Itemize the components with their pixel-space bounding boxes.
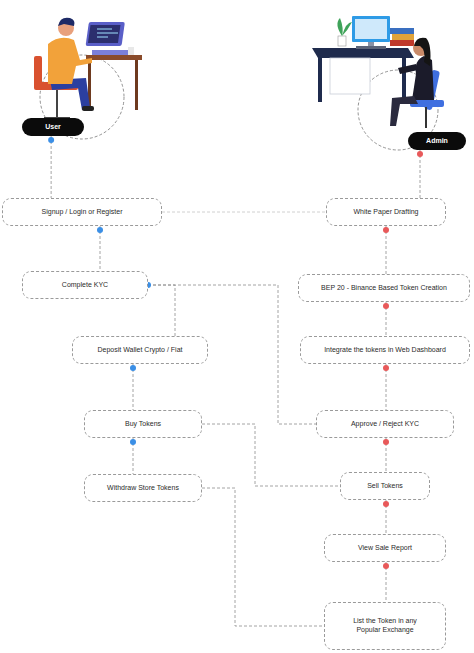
node-text: Deposit Wallet Crypto / Fiat (98, 346, 183, 355)
process-box: Deposit Wallet Crypto / Fiat (72, 336, 208, 364)
connector-dot (383, 439, 389, 445)
node-text: BEP 20 - Binance Based Token Creation (321, 284, 447, 293)
connector-dot (417, 151, 423, 157)
connector-dot (48, 137, 54, 143)
node-text: Complete KYC (62, 281, 108, 290)
node-text: Admin (426, 137, 448, 146)
dashed-connector (202, 488, 324, 626)
admin-illustration (312, 16, 444, 150)
node-text: Integrate the tokens in Web Dashboard (324, 346, 446, 355)
process-box: Withdraw Store Tokens (84, 474, 202, 502)
dashed-connector (386, 226, 387, 274)
node-text: Approve / Reject KYC (351, 420, 419, 429)
node-text: User (45, 123, 61, 132)
process-box: White Paper Drafting (326, 198, 446, 226)
process-box: List the Token in any Popular Exchange (324, 602, 446, 650)
connector-dot (97, 227, 103, 233)
process-box: Approve / Reject KYC (316, 410, 454, 438)
node-text: View Sale Report (358, 544, 412, 553)
node-text: Signup / Login or Register (42, 208, 123, 217)
process-box: Integrate the tokens in Web Dashboard (300, 336, 470, 364)
process-box: View Sale Report (324, 534, 446, 562)
dashed-connector (162, 212, 326, 213)
role-pill: User (22, 118, 84, 136)
dashed-connector (148, 285, 175, 336)
role-pill: Admin (408, 132, 466, 150)
process-box: Sell Tokens (340, 472, 430, 500)
node-text: Withdraw Store Tokens (107, 484, 179, 493)
process-box: BEP 20 - Binance Based Token Creation (298, 274, 470, 302)
node-text: Buy Tokens (125, 420, 161, 429)
connector-dot (130, 365, 136, 371)
connector-dot (383, 563, 389, 569)
connector-dot (130, 439, 136, 445)
node-text: Sell Tokens (367, 482, 403, 491)
connector-dot (383, 227, 389, 233)
process-box: Buy Tokens (84, 410, 202, 438)
dashed-connector (51, 136, 52, 198)
dashed-connector (420, 150, 421, 198)
connector-dot (383, 303, 389, 309)
connector-dot (383, 501, 389, 507)
node-text: List the Token in any Popular Exchange (349, 617, 421, 635)
connector-dot (383, 365, 389, 371)
node-text: White Paper Drafting (354, 208, 419, 217)
process-box: Signup / Login or Register (2, 198, 162, 226)
process-box: Complete KYC (22, 271, 148, 299)
